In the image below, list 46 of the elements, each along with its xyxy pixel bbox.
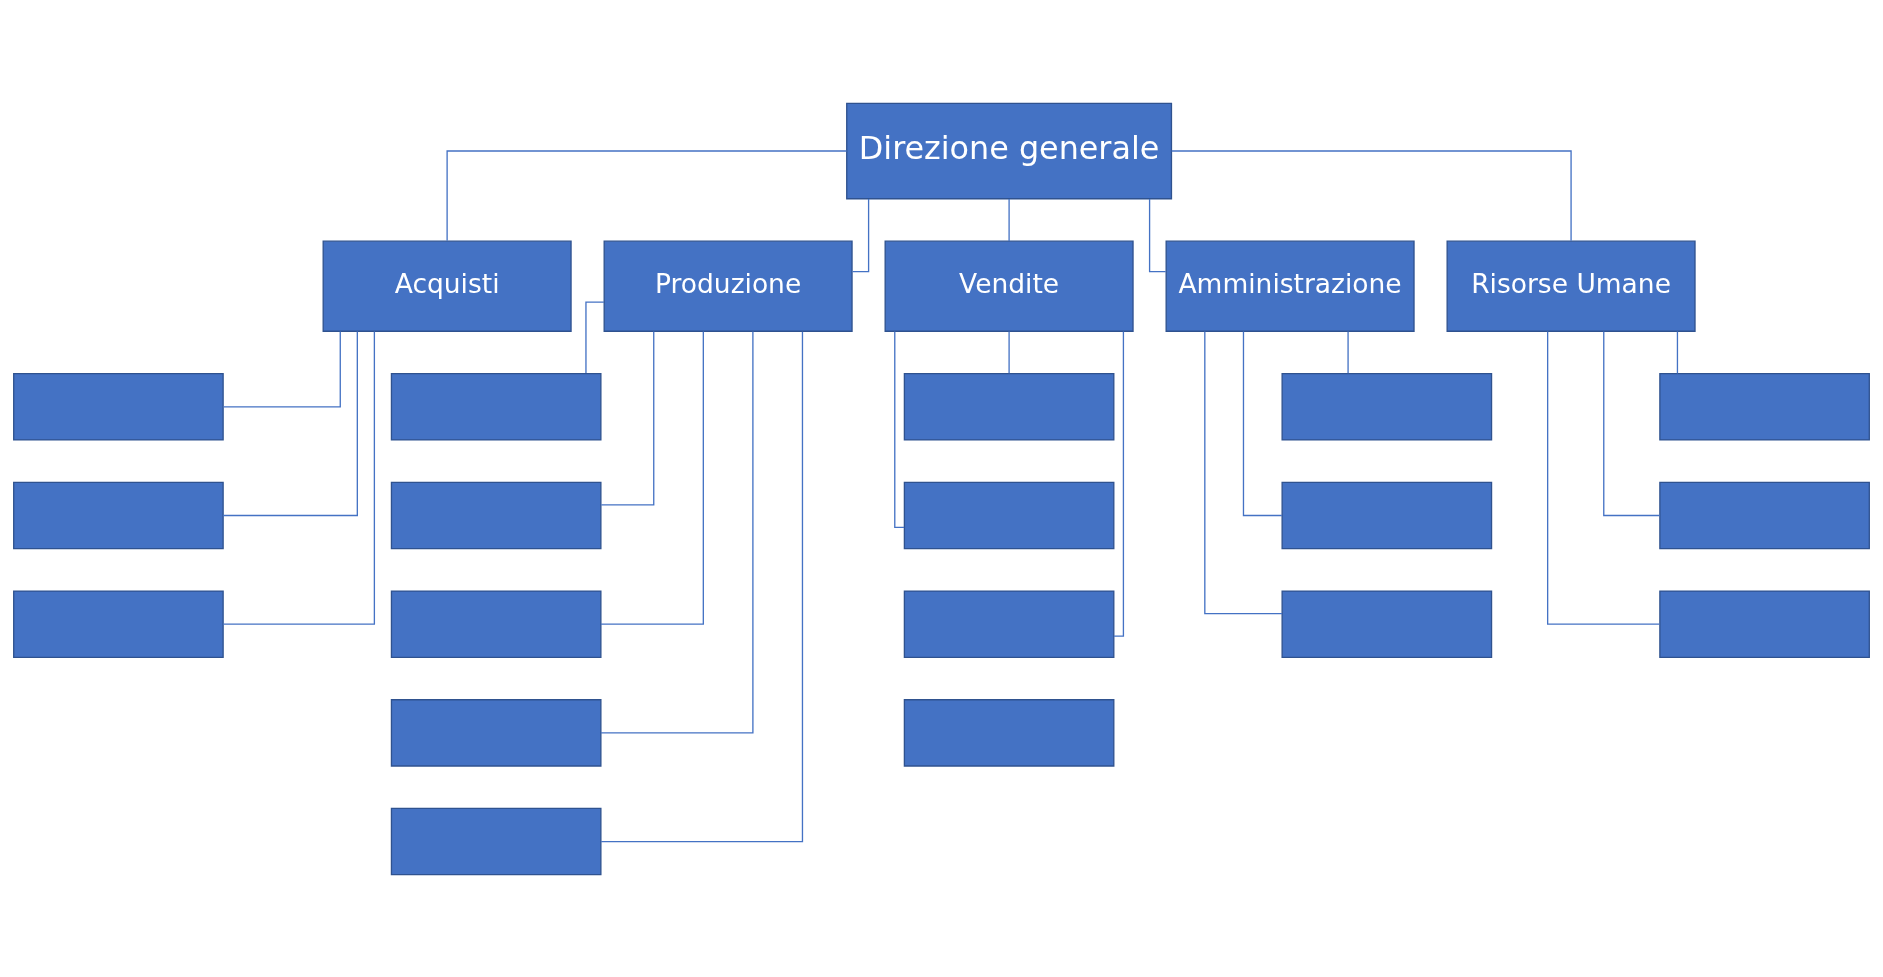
connector [851,197,870,272]
node-box [390,589,602,658]
connector [222,330,341,407]
connector [1242,330,1283,516]
connector [1008,330,1010,374]
node-box [1659,589,1870,658]
connector [222,330,376,625]
connector [1204,330,1283,614]
node-box [903,589,1115,658]
node-box [390,481,602,549]
connector [600,330,754,734]
node-box [1281,589,1493,658]
connector [894,330,905,528]
connector [600,330,704,625]
node-box [903,481,1115,549]
connector [1171,149,1572,241]
node-box [1659,372,1870,441]
connector [1148,197,1167,272]
connector [1347,330,1349,374]
connector [1603,330,1661,516]
node-box: Direzione generale [846,102,1173,199]
node-box [390,698,602,767]
node-box [1281,372,1493,441]
node-box [903,372,1115,441]
node-box [13,589,224,658]
connector [1113,330,1125,637]
node-box [1659,481,1870,549]
connector [222,330,358,516]
node-box [390,372,602,441]
connector [1547,330,1660,625]
node-box: Amministrazione [1165,240,1415,332]
connector [446,149,848,241]
connector [585,300,605,374]
node-box [390,807,602,875]
node-box: Vendite [884,240,1134,332]
node-box [903,698,1115,767]
connector [1676,330,1679,374]
connector [600,330,655,506]
node-box: Risorse Umane [1446,240,1696,332]
node-box: Acquisti [322,240,572,332]
node-box: Produzione [603,240,853,332]
node-box [13,372,224,441]
node-box [13,481,224,549]
connector [600,330,804,842]
connector [1008,197,1010,242]
node-box [1281,481,1493,549]
